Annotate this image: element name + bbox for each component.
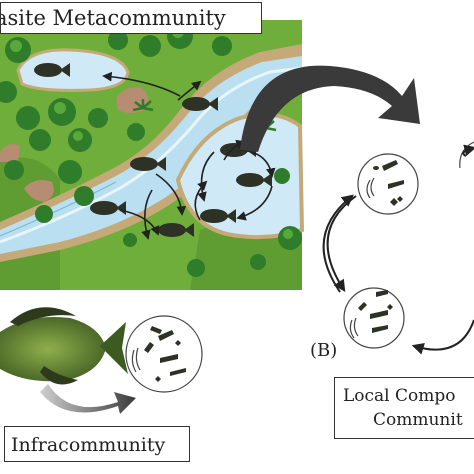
landscape-fish — [34, 63, 272, 237]
infracommunity-label: Infracommunity — [4, 426, 190, 462]
local-label-line1: Local Compo — [343, 386, 456, 406]
upscale-arrow — [240, 65, 420, 152]
fish-icon — [200, 209, 236, 223]
fish-icon — [130, 157, 166, 171]
fish-icon — [34, 63, 70, 77]
local-label-line2: Communit — [373, 410, 463, 430]
local-component-community-label: Local Compo Communit — [334, 377, 474, 439]
local-communities — [322, 141, 474, 355]
host-fish-dorsal — [10, 307, 76, 326]
rock — [24, 180, 54, 202]
river-water — [0, 56, 302, 254]
rock — [0, 144, 20, 162]
host-fish-fin — [40, 366, 78, 385]
community-circle — [357, 153, 419, 215]
metacommunity-title-text: asite Metacommunity — [0, 6, 226, 30]
panel-label-b: (B) — [310, 340, 338, 361]
host-fish — [0, 307, 128, 385]
community-circle — [343, 287, 405, 349]
metacommunity-title: asite Metacommunity — [0, 2, 262, 34]
infra-arrow — [40, 384, 136, 414]
infracommunity-circle — [125, 315, 203, 393]
river-stripe-2 — [0, 181, 117, 237]
landscape-map — [0, 20, 305, 290]
lake — [16, 48, 130, 92]
host-fish-body — [0, 316, 106, 382]
host-fish-tail — [100, 322, 128, 374]
infracommunity-label-text: Infracommunity — [11, 434, 166, 456]
connection-arrows — [322, 144, 474, 355]
fish-icon — [158, 223, 194, 237]
dispersal-arrows — [102, 71, 276, 240]
fish-icon — [182, 97, 218, 111]
community-circle-partial — [459, 141, 474, 169]
